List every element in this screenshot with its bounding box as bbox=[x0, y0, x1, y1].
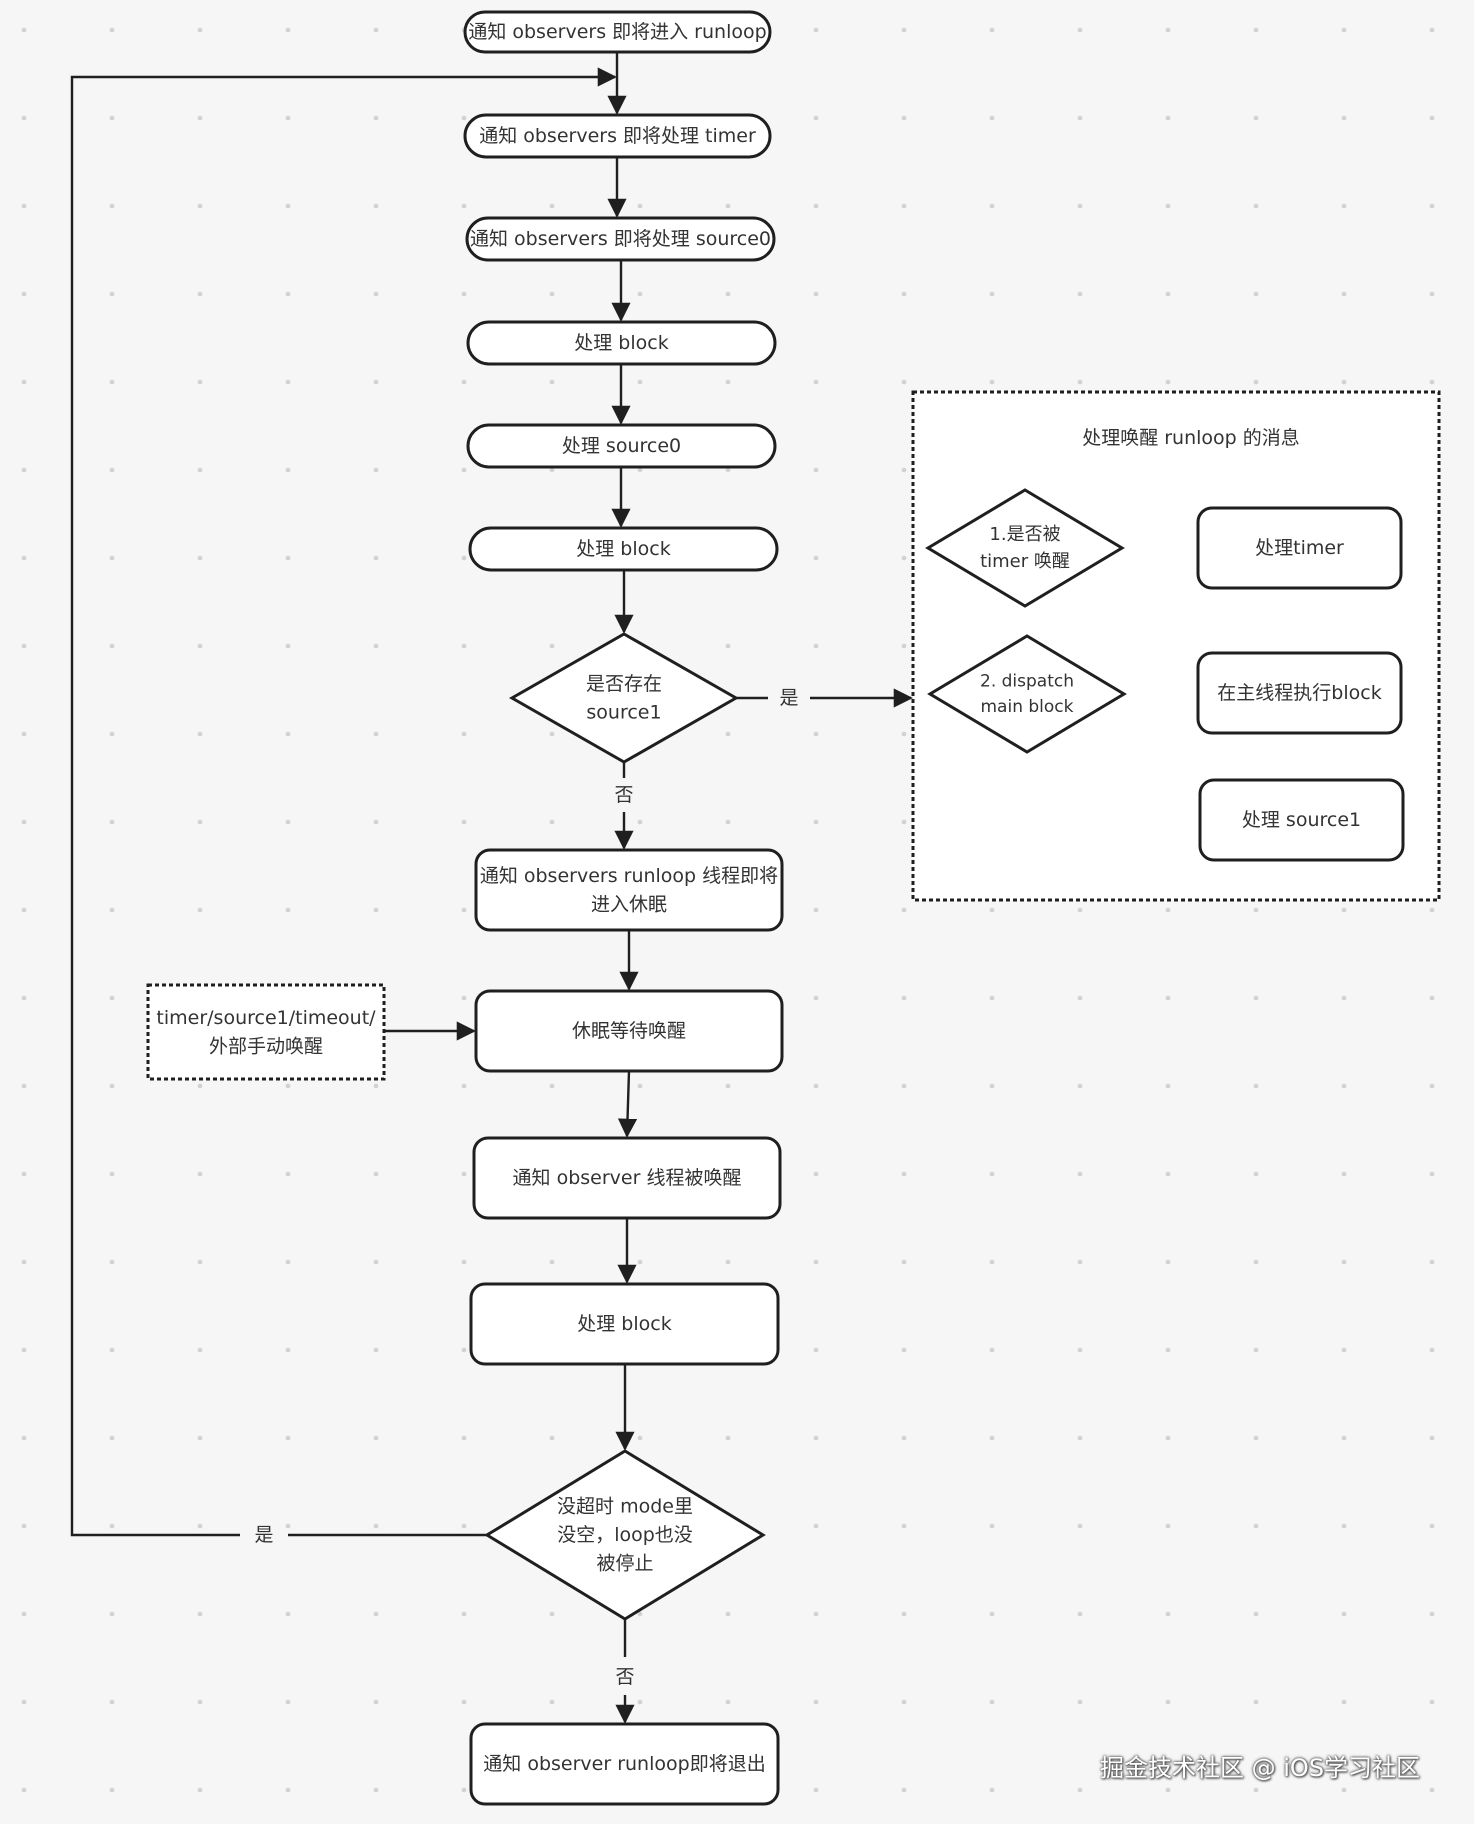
decision-d2-text: 没超时 mode里 bbox=[557, 1496, 693, 1518]
node-n9 bbox=[472, 1136, 782, 1220]
node-n1 bbox=[463, 10, 772, 54]
shapes bbox=[146, 10, 1441, 1806]
label-subTitle-text: 处理唤醒 runloop 的消息 bbox=[1082, 427, 1300, 449]
node-n4 bbox=[466, 320, 777, 366]
node-n7-text: 进入休眠 bbox=[591, 893, 667, 915]
node-sr1-text: 处理timer bbox=[1255, 537, 1344, 559]
watermark: 掘金技术社区 @ iOS学习社区 bbox=[1100, 1754, 1421, 1782]
node-n6 bbox=[468, 526, 779, 572]
edge-label-no-exit: 否 bbox=[615, 1666, 634, 1688]
node-n1-text: 通知 observers 即将进入 runloop bbox=[468, 21, 766, 43]
node-sr3 bbox=[1198, 778, 1405, 862]
decision-d1 bbox=[508, 632, 740, 764]
decision-sd2-text: main block bbox=[981, 697, 1074, 717]
node-n2 bbox=[463, 113, 772, 159]
decision-d1-text: source1 bbox=[586, 701, 661, 723]
edge-label-no-source1: 否 bbox=[614, 784, 633, 806]
decision-sd2-text: 2. dispatch bbox=[980, 671, 1074, 691]
node-n3 bbox=[465, 216, 776, 262]
decision-sd1 bbox=[925, 488, 1125, 608]
edge-label-yes-source1: 是 bbox=[779, 687, 798, 709]
node-n5-text: 处理 source0 bbox=[562, 435, 681, 457]
edge-e-loop-b bbox=[70, 67, 617, 1537]
node-box bbox=[911, 390, 1441, 902]
node-n8-text: 休眠等待唤醒 bbox=[572, 1020, 686, 1042]
node-n11 bbox=[469, 1722, 780, 1806]
node-n5 bbox=[466, 423, 777, 469]
decision-sd2 bbox=[927, 634, 1127, 754]
edge-e-n8-n9 bbox=[617, 1070, 638, 1138]
node-sr1 bbox=[1196, 506, 1403, 590]
decision-d2-text: 没空，loop也没 bbox=[557, 1524, 693, 1546]
edge-label-yes-loop: 是 bbox=[254, 1524, 273, 1546]
node-n2-text: 通知 observers 即将处理 timer bbox=[479, 125, 756, 147]
node-sr3-text: 处理 source1 bbox=[1242, 809, 1361, 831]
node-n4-text: 处理 block bbox=[574, 332, 668, 354]
node-n7 bbox=[474, 848, 784, 932]
decision-sd1-text: timer 唤醒 bbox=[980, 551, 1070, 572]
node-n7-text: 通知 observers runloop 线程即将 bbox=[480, 865, 778, 887]
node-ext-text: timer/source1/timeout/ bbox=[156, 1007, 376, 1029]
node-n8 bbox=[474, 989, 784, 1073]
node-n10 bbox=[469, 1282, 780, 1366]
node-n3-text: 通知 observers 即将处理 source0 bbox=[470, 228, 771, 250]
node-ext-text: 外部手动唤醒 bbox=[209, 1035, 323, 1057]
node-ext bbox=[146, 983, 386, 1081]
decision-d1-text: 是否存在 bbox=[586, 673, 662, 695]
labels: 通知 observers 即将进入 runloop 通知 observers 即将… bbox=[156, 21, 1381, 1775]
node-n6-text: 处理 block bbox=[576, 538, 670, 560]
node-n11-text: 通知 observer runloop即将退出 bbox=[483, 1753, 765, 1775]
node-sr2-text: 在主线程执行block bbox=[1217, 682, 1381, 704]
node-sr2 bbox=[1196, 651, 1403, 735]
decision-d2-text: 被停止 bbox=[596, 1553, 653, 1575]
decision-sd1-text: 1.是否被 bbox=[989, 524, 1060, 545]
node-n9-text: 通知 observer 线程被唤醒 bbox=[513, 1167, 742, 1189]
node-n10-text: 处理 block bbox=[577, 1313, 671, 1335]
decision-d2 bbox=[484, 1449, 766, 1621]
